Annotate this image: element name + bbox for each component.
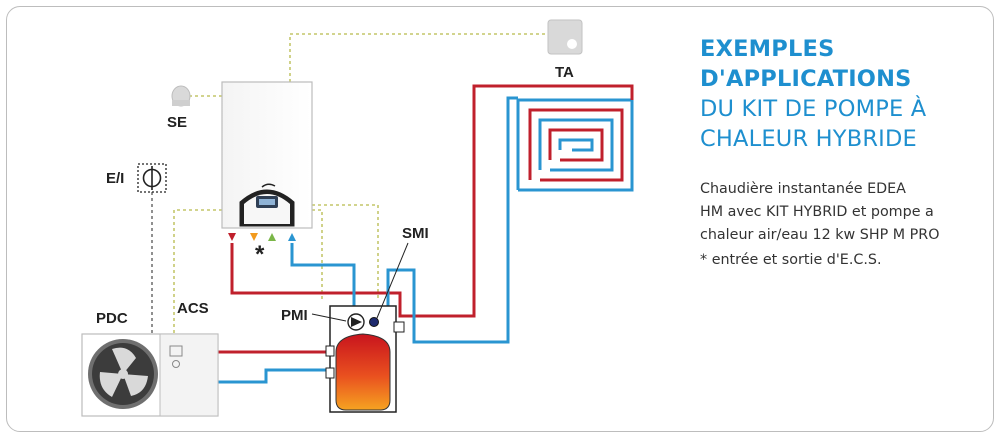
wire-pmi-1 xyxy=(312,209,323,301)
description: Chaudière instantanée EDEA HM avec KIT H… xyxy=(700,178,990,247)
page-title: EXEMPLES D'APPLICATIONS DU KIT DE POMPE … xyxy=(700,34,990,154)
underfloor-heating-coil xyxy=(516,98,634,192)
label-smi: SMI xyxy=(402,225,429,242)
label-asterisk: * xyxy=(255,241,265,268)
label-pmi: PMI xyxy=(281,307,308,324)
control-wiring xyxy=(173,33,548,345)
boiler-connections xyxy=(228,233,296,241)
description-line-3: chaleur air/eau 12 kw SHP M PRO xyxy=(700,227,940,243)
cold-return-floor xyxy=(386,96,518,344)
boiler-edea xyxy=(221,81,313,229)
label-acs: ACS xyxy=(177,300,209,317)
title-line-4: CHALEUR HYBRIDE xyxy=(700,126,917,152)
wire-acs xyxy=(173,209,222,345)
heat-pump-unit-pdc xyxy=(81,333,219,417)
room-thermostat-ta xyxy=(547,19,583,55)
label-se: SE xyxy=(167,114,187,131)
cold-return-boiler xyxy=(290,243,356,306)
hydraulic-module xyxy=(325,305,405,413)
circulation-pump-pmi xyxy=(311,313,365,331)
description-line-1: Chaudière instantanée EDEA xyxy=(700,181,906,197)
title-line-2: D'APPLICATIONS xyxy=(700,66,912,92)
cold-return-pdc xyxy=(218,368,340,384)
label-pdc: PDC xyxy=(96,310,128,327)
label-ta: TA xyxy=(555,64,574,81)
mixing-valve-smi xyxy=(369,242,409,327)
wire-ta xyxy=(289,33,548,82)
label-ei: E/I xyxy=(106,170,124,187)
outdoor-sensor-se xyxy=(171,85,191,107)
wire-pmi-2 xyxy=(312,204,379,301)
on-off-switch-ei xyxy=(137,163,167,193)
title-line-3: DU KIT DE POMPE À xyxy=(700,96,927,122)
description-line-2: HM avec KIT HYBRID et pompe a xyxy=(700,204,934,220)
cold-pipes xyxy=(218,96,518,384)
hot-supply-floor xyxy=(230,84,634,318)
footnote: * entrée et sortie d'E.C.S. xyxy=(700,252,882,268)
hot-pipes xyxy=(218,84,634,354)
title-line-1: EXEMPLES xyxy=(700,36,835,62)
